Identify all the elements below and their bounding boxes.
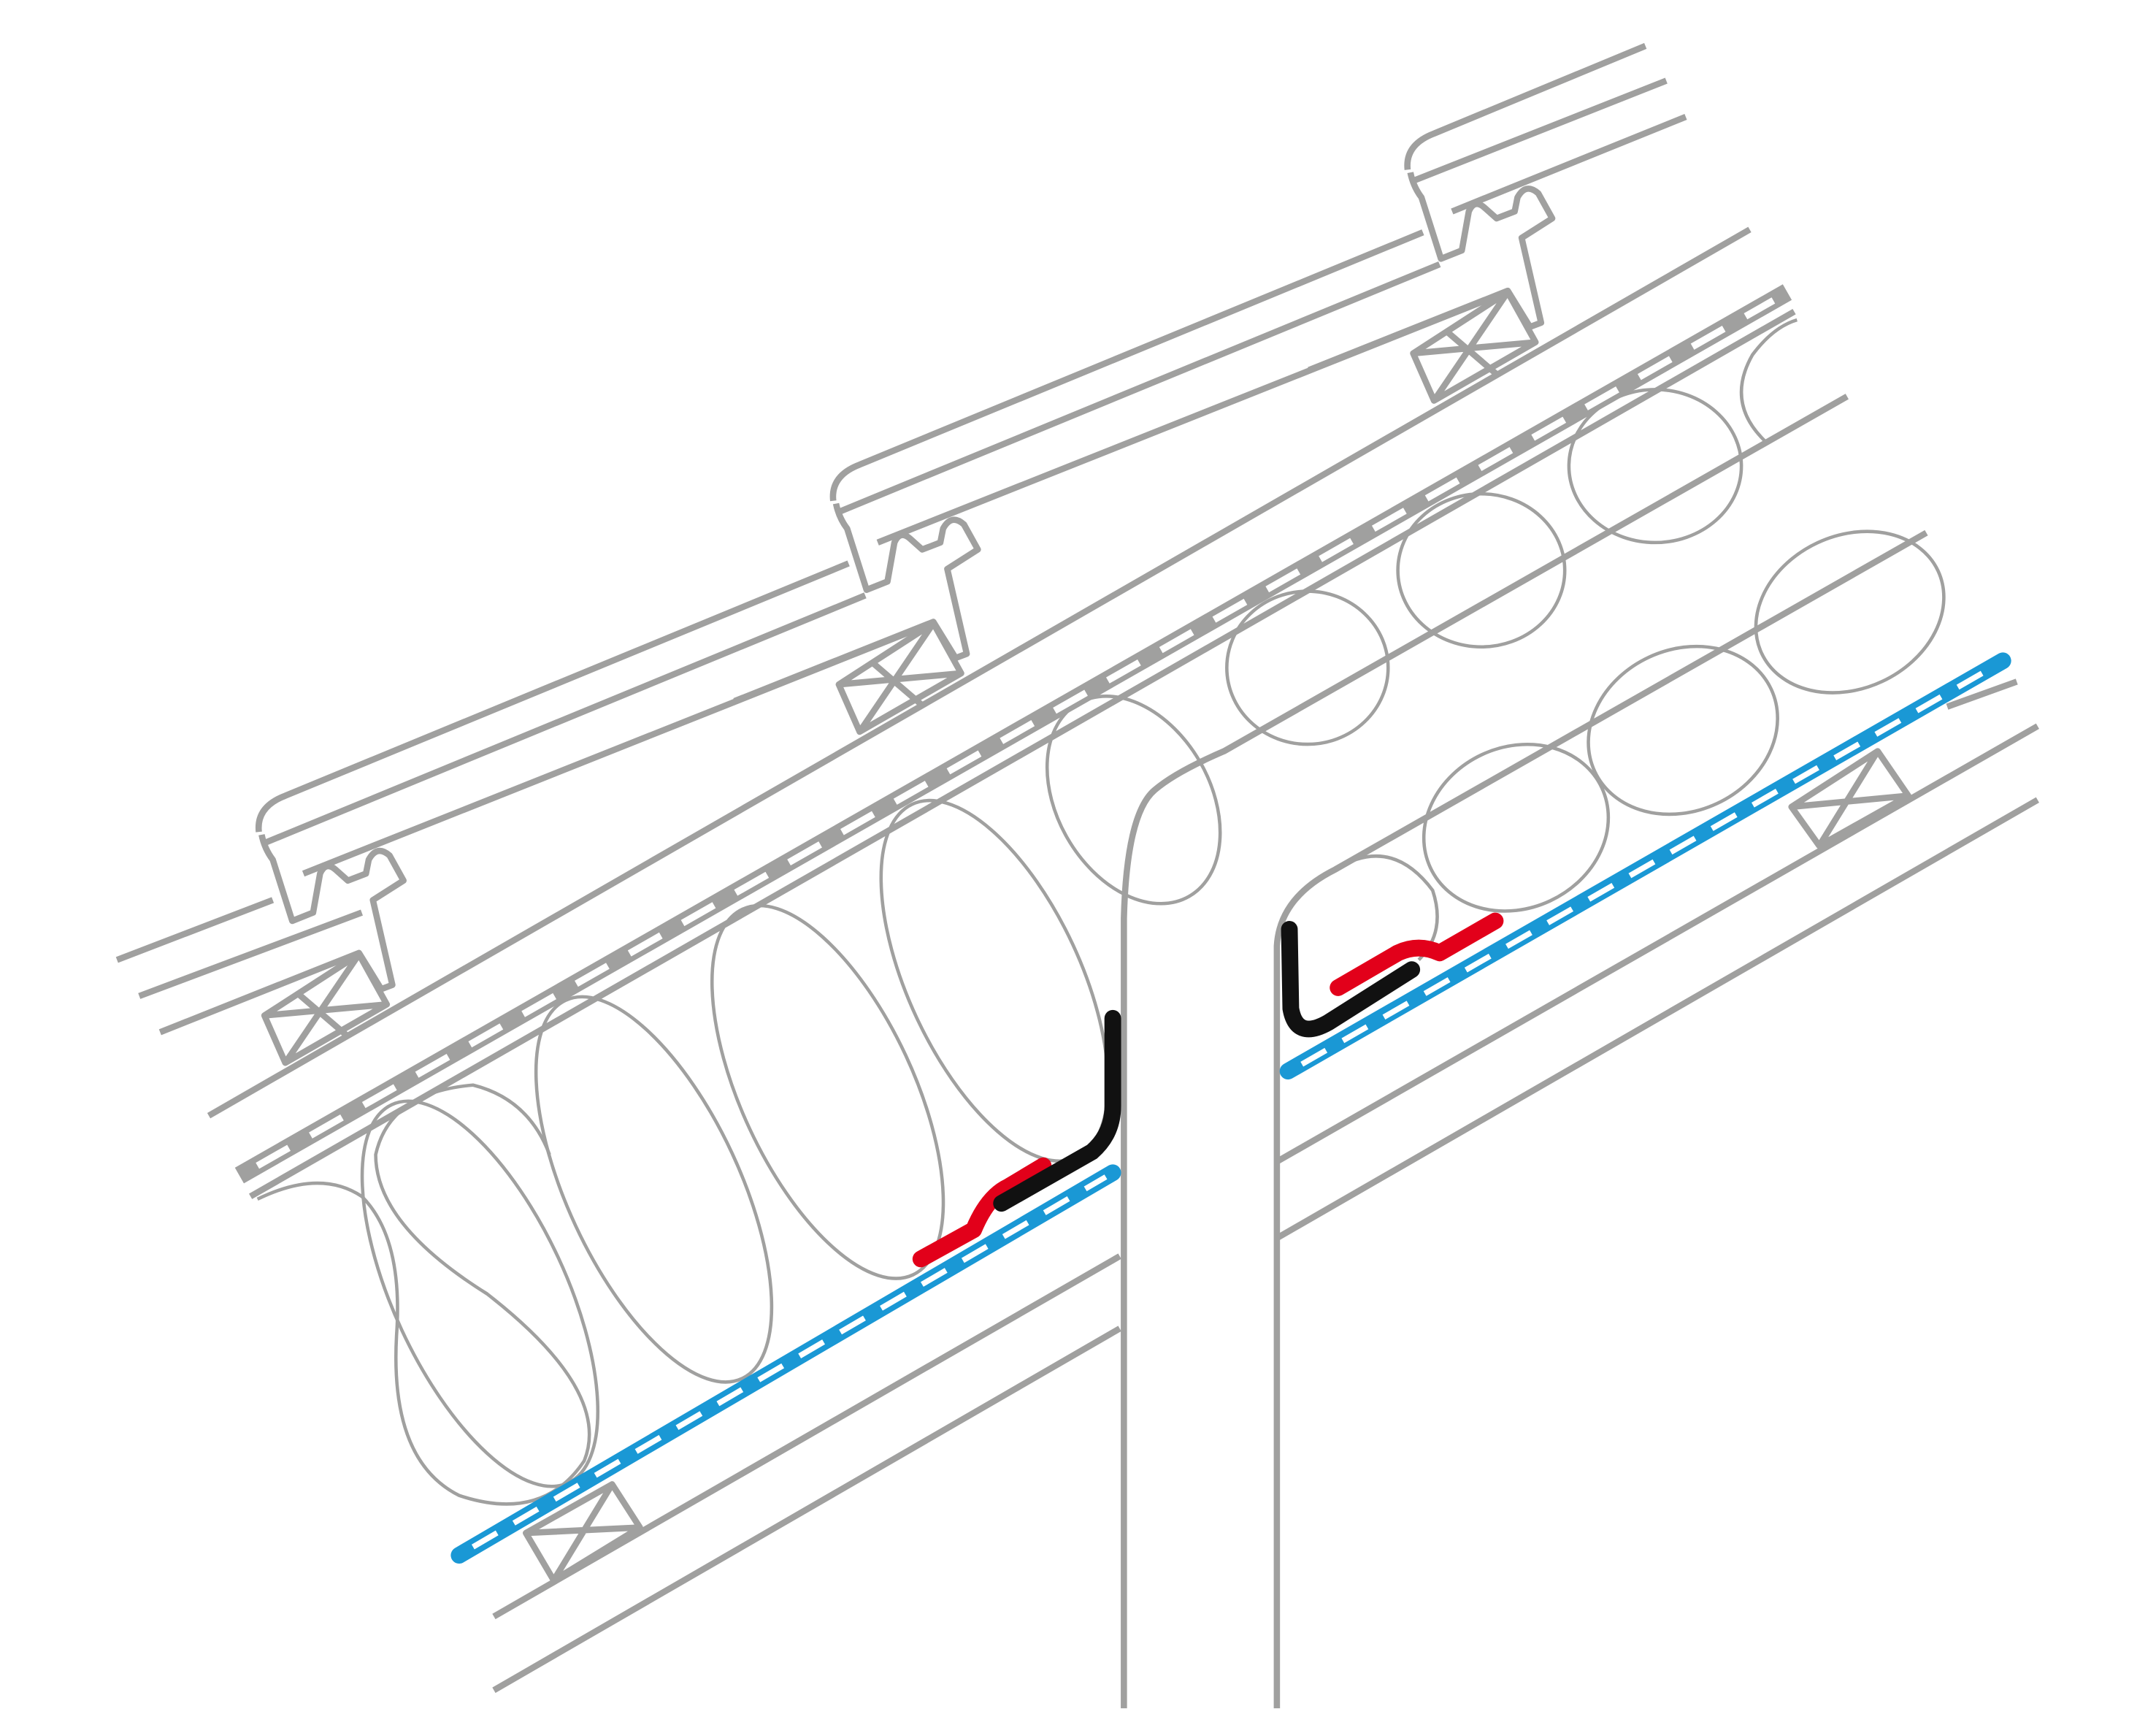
batten <box>1788 748 1911 849</box>
seal-left <box>912 1009 1121 1268</box>
roof-tile <box>115 560 934 1063</box>
ceiling-lines <box>492 678 2039 1694</box>
penetration-pipe <box>1121 394 1928 1709</box>
vapour-membrane-left <box>450 1164 1121 1564</box>
vapour-membrane-right <box>1279 652 2011 1080</box>
lower-battens <box>522 748 1911 1584</box>
upper-membrane <box>234 284 1796 1199</box>
roof-tile <box>1309 42 1687 401</box>
roof-tiles <box>115 42 1687 1063</box>
insulation <box>256 318 1798 1506</box>
counter-batten-line <box>207 226 1752 1119</box>
batten <box>522 1481 643 1584</box>
seal-right <box>1281 912 1504 1038</box>
insulation <box>1334 529 1946 961</box>
